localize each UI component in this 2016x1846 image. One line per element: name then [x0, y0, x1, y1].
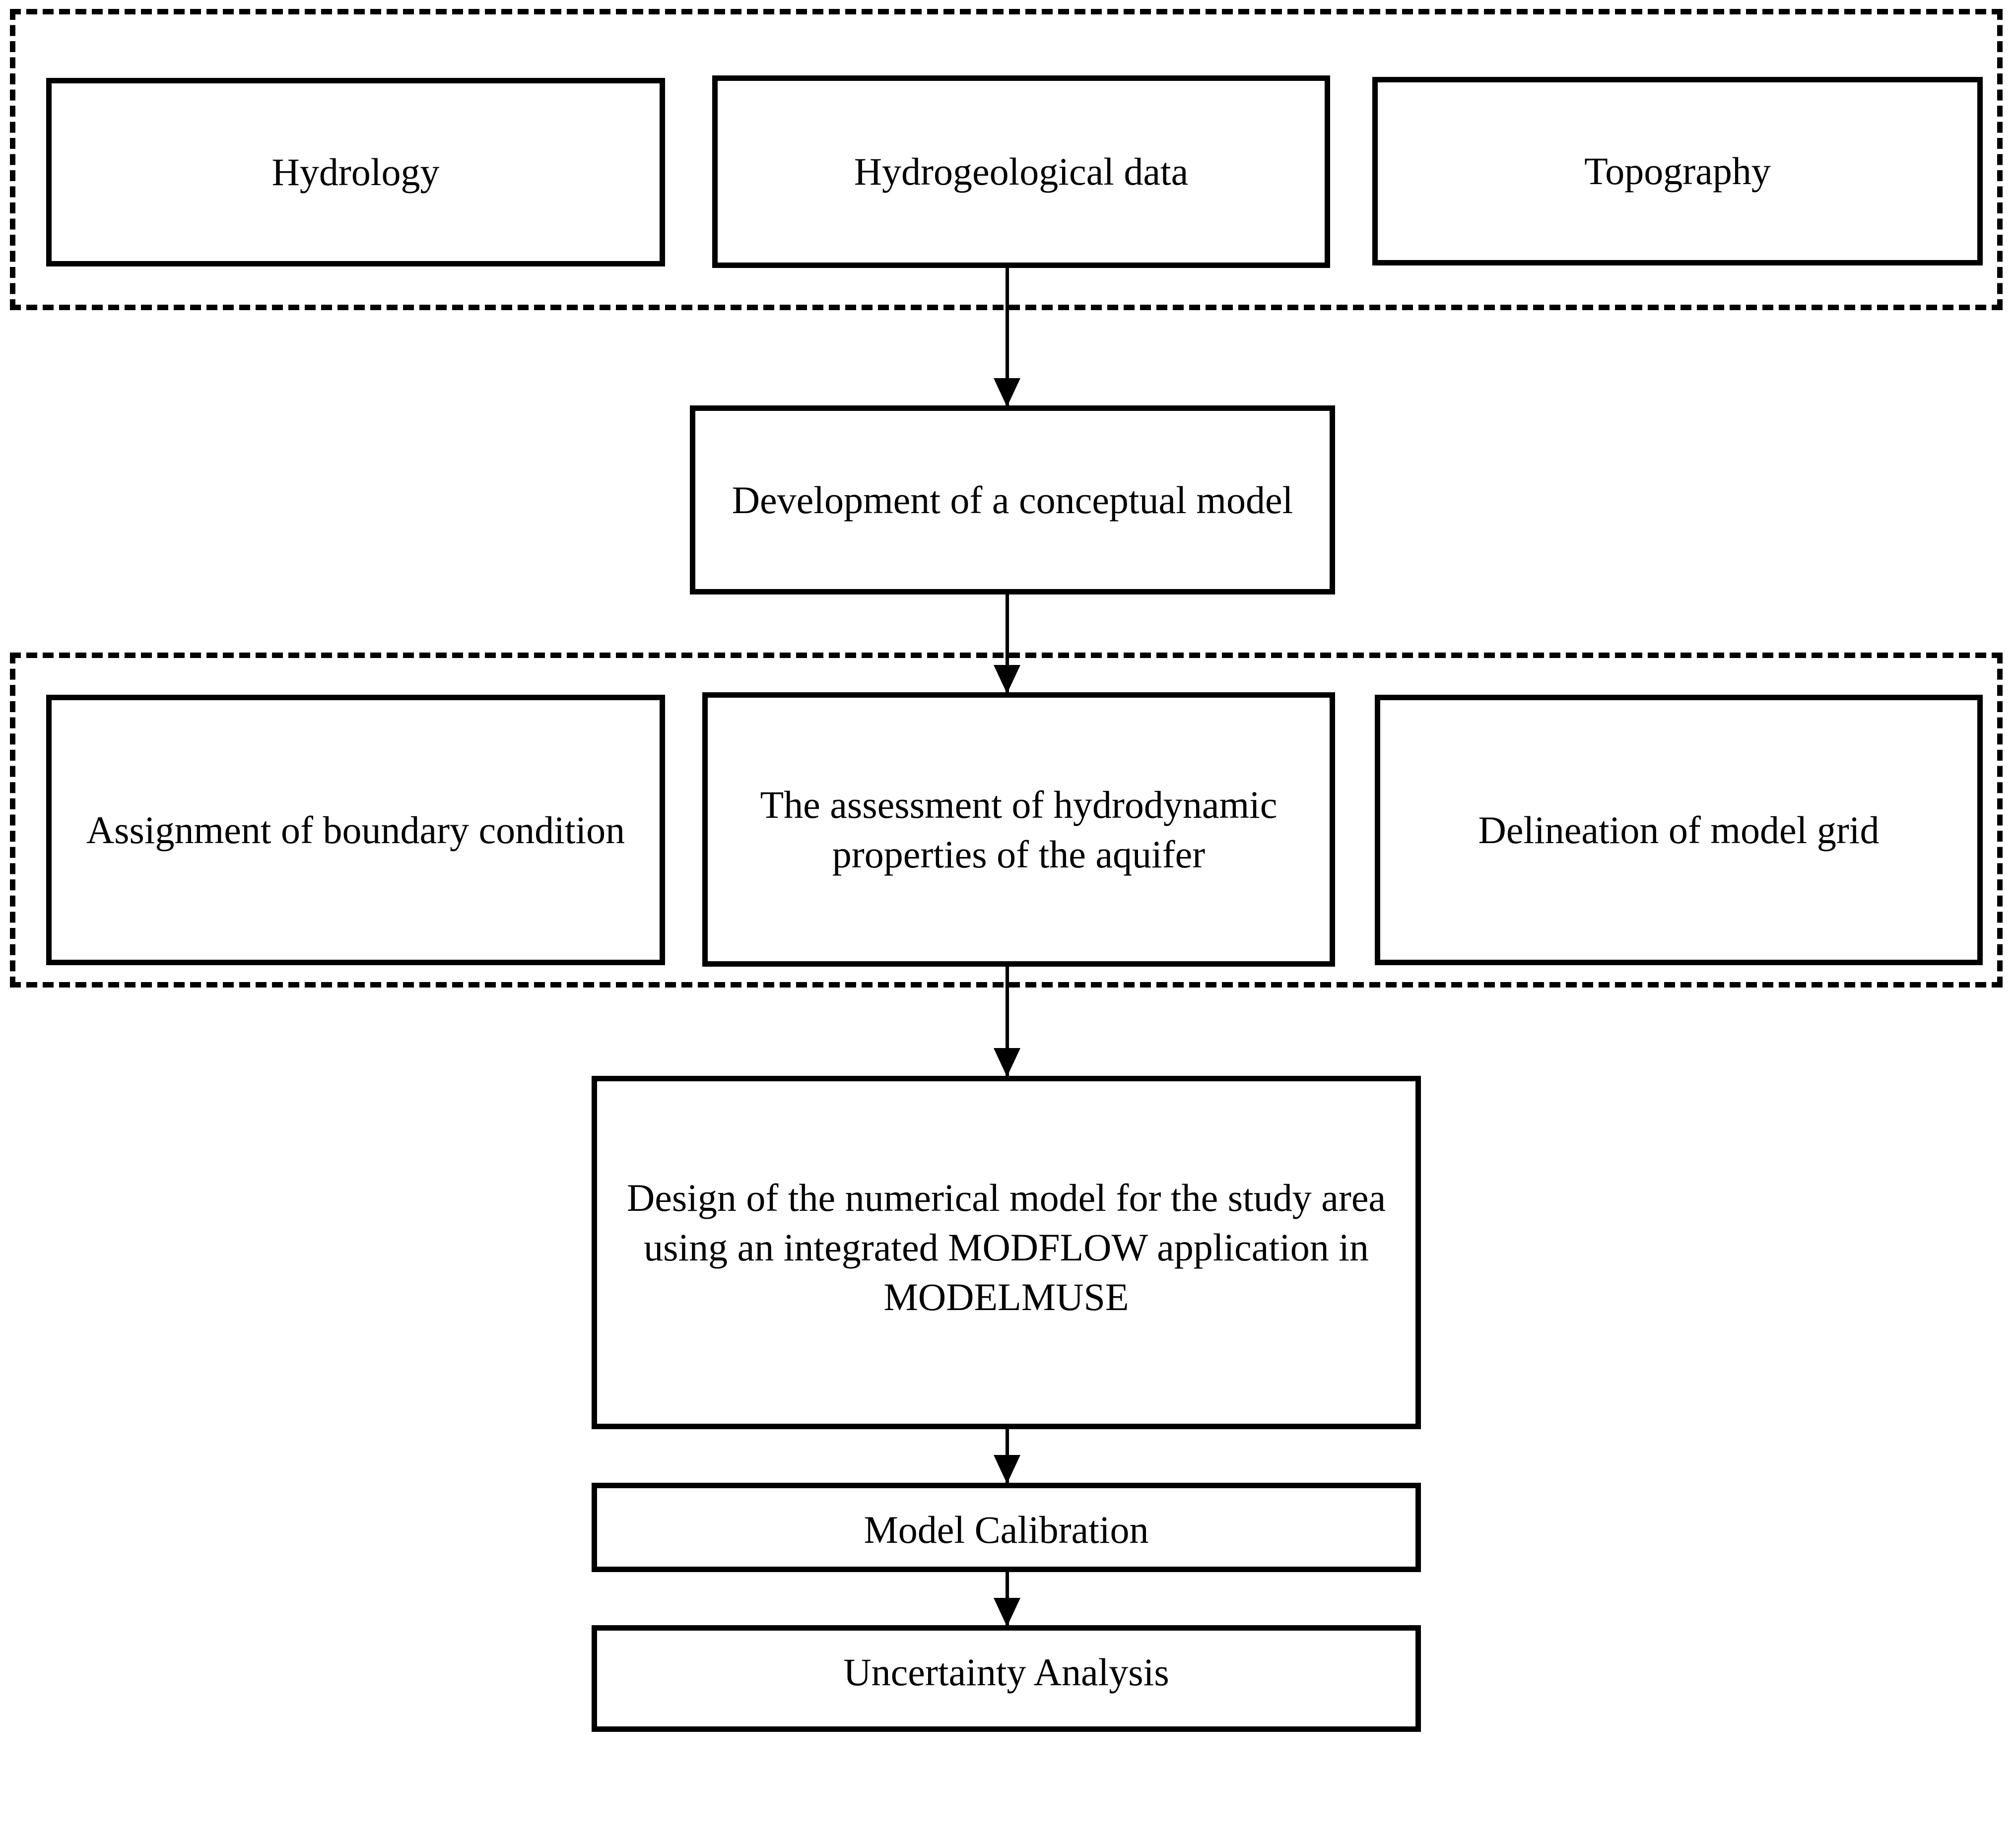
- node-numerical-model-label: Design of the numerical model for the st…: [626, 1176, 1386, 1319]
- node-conceptual-model-label: Development of a conceptual model: [732, 478, 1293, 522]
- node-hydrogeological-data-label: Hydrogeological data: [854, 150, 1189, 194]
- node-uncertainty-analysis[interactable]: Uncertainty Analysis: [592, 1625, 1421, 1732]
- node-conceptual-model[interactable]: Development of a conceptual model: [690, 405, 1335, 594]
- node-uncertainty-analysis-label: Uncertainty Analysis: [843, 1650, 1169, 1694]
- node-model-grid[interactable]: Delineation of model grid: [1375, 695, 1983, 965]
- node-hydrogeological-data[interactable]: Hydrogeological data: [712, 75, 1330, 268]
- edge-hydrogeological-data-to-conceptual-model: [1006, 268, 1009, 407]
- arrowhead-model-calibration: [994, 1455, 1020, 1484]
- node-hydrology[interactable]: Hydrology: [46, 78, 665, 266]
- edge-conceptual-model-to-hydrodynamic-properties: [1006, 594, 1009, 694]
- arrowhead-conceptual-model: [994, 378, 1020, 407]
- node-topography-label: Topography: [1584, 149, 1771, 193]
- node-boundary-condition[interactable]: Assignment of boundary condition: [46, 695, 665, 965]
- node-numerical-model[interactable]: Design of the numerical model for the st…: [592, 1076, 1421, 1429]
- node-hydrology-label: Hydrology: [271, 150, 440, 194]
- node-hydrodynamic-properties[interactable]: The assessment of hydrodynamic propertie…: [702, 692, 1335, 967]
- node-boundary-condition-label: Assignment of boundary condition: [86, 808, 625, 852]
- arrowhead-numerical-model: [994, 1048, 1020, 1077]
- node-model-grid-label: Delineation of model grid: [1478, 808, 1880, 852]
- node-hydrodynamic-properties-label: The assessment of hydrodynamic propertie…: [760, 783, 1277, 876]
- arrowhead-hydrodynamic-properties: [994, 665, 1020, 694]
- node-model-calibration-label: Model Calibration: [864, 1508, 1149, 1551]
- arrowhead-uncertainty-analysis: [994, 1598, 1020, 1627]
- edge-hydrodynamic-properties-to-numerical-model: [1006, 967, 1009, 1078]
- node-topography[interactable]: Topography: [1372, 77, 1983, 265]
- node-model-calibration[interactable]: Model Calibration: [592, 1483, 1421, 1572]
